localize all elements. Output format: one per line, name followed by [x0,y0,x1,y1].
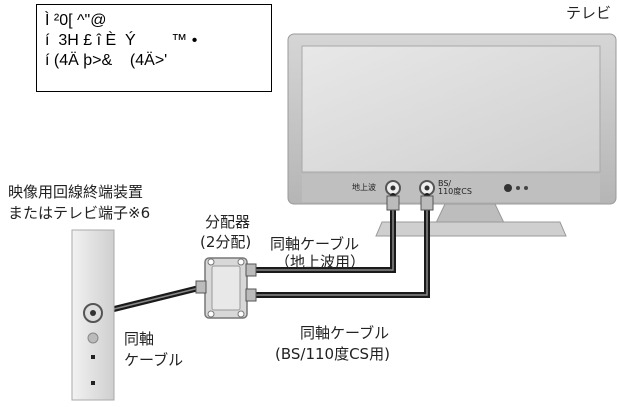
note-line-2: í 3H £ î È Ý ™ • [45,32,198,49]
note-line-3: í (4Ä þ>& (4Ä>' [45,52,168,69]
cable-short-label-line2: ケーブル [124,351,184,369]
tv-label: テレビ [566,4,612,22]
cable-terrestrial-label-line1: 同軸ケーブル [270,235,360,253]
cable-bs-label-line1: 同軸ケーブル [300,324,390,342]
cable-terrestrial-label-line2: （地上波用） [275,253,366,271]
note-box: Ì ²0[ ^"@ í 3H £ î È Ý ™ • í (4Ä þ>& (4Ä… [36,4,272,92]
tv-port-terrestrial-label: 地上波 [352,183,376,192]
splitter [195,257,257,319]
tv-bottom-panel [302,174,600,202]
tv-port-bs-label: BS/ 110度CS [438,179,472,196]
splitter-label-line2: (2分配) [200,233,252,251]
wall-outlet-label-line2: またはテレビ端子※6 [8,204,151,222]
cable-short-label-line1: 同軸 [124,330,155,348]
tv-screen [301,45,601,173]
wall-outlet [71,229,115,401]
splitter-label-line1: 分配器 [205,213,251,231]
tv-stand-base [375,221,567,237]
tv-unit [287,33,617,237]
cable-bs-label-line2: (BS/110度CS用) [275,345,390,363]
indicator-icon [504,184,512,192]
wall-outlet-label-line1: 映像用回線終端装置 [8,183,144,201]
note-line-1: Ì ²0[ ^"@ [45,12,107,29]
